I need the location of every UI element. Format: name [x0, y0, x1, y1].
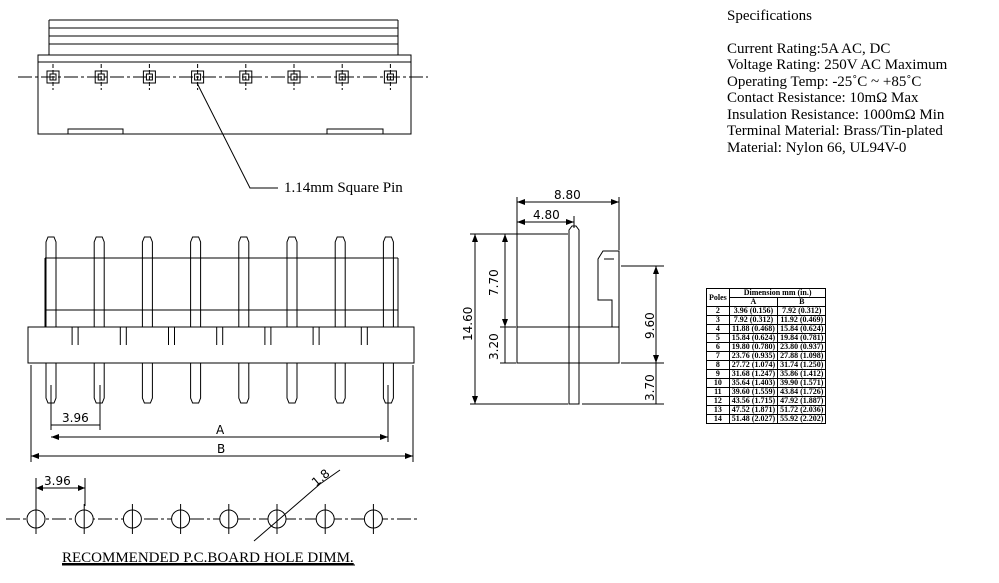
pcb-hole-pattern: 3.96 1.8 RECOMMENDED P.C.BOARD HOLE DIMM… — [6, 466, 420, 566]
specifications-title: Specifications — [727, 8, 812, 24]
front-pitch-label: 3.96 — [62, 411, 89, 425]
dim-a-label: A — [216, 423, 225, 437]
dimension-group-header: Dimension mm (in.) — [728, 288, 827, 298]
width-label: 8.80 — [554, 188, 581, 202]
hole-pitch-label: 3.96 — [44, 474, 71, 488]
front-pin-lower — [286, 363, 298, 404]
dim-b-cell: 55.92 (2.202) — [777, 414, 827, 424]
front-pin-upper — [190, 236, 202, 327]
poles-cell: 14 — [706, 414, 730, 424]
hole-diameter-label: 1.8 — [309, 466, 333, 489]
spec-line: Insulation Resistance: 1000mΩ Min — [727, 106, 945, 123]
spec-line: Material: Nylon 66, UL94V-0 — [727, 139, 907, 156]
specifications-block: Specifications Current Rating:5A AC, DC … — [727, 8, 947, 156]
front-pin-upper — [382, 236, 394, 327]
dim-a-cell: 51.48 (2.027) — [728, 414, 779, 424]
dim-b-label: B — [217, 442, 225, 456]
total-height-label: 14.60 — [461, 307, 475, 341]
front-pin-upper — [238, 236, 250, 327]
front-pin-upper — [45, 236, 57, 327]
spec-line: Operating Temp: -25˚C ~ +85˚C — [727, 73, 922, 90]
front-pin-lower — [238, 363, 250, 404]
side-view: 8.80 4.80 14.60 7.70 3.20 9.60 3.70 — [461, 188, 664, 405]
offset-label: 4.80 — [533, 208, 560, 222]
spec-line: Voltage Rating: 250V AC Maximum — [727, 57, 948, 73]
spec-line: Contact Resistance: 10mΩ Max — [727, 90, 919, 106]
front-pin-lower — [93, 363, 105, 404]
square-pin-label: 1.14mm Square Pin — [284, 180, 403, 196]
front-pin-lower — [334, 363, 346, 404]
front-pin-lower — [141, 363, 153, 404]
front-pin-upper — [141, 236, 153, 327]
upper-height-label: 7.70 — [487, 269, 501, 296]
front-pin-upper — [93, 236, 105, 327]
lower-height-label: 3.20 — [487, 333, 501, 360]
spec-line: Current Rating:5A AC, DC — [727, 40, 891, 57]
square-pin-leader — [196, 82, 278, 189]
front-pin-upper — [334, 236, 346, 327]
poles-header: Poles — [706, 288, 730, 307]
recommended-hole-caption: RECOMMENDED P.C.BOARD HOLE DIMM. — [62, 550, 354, 566]
tail-length-label: 3.70 — [643, 374, 657, 401]
front-view: 3.96 A B — [27, 236, 415, 462]
housing-height-label: 9.60 — [643, 312, 657, 339]
spec-line: Terminal Material: Brass/Tin-plated — [727, 123, 943, 139]
top-view: 1.14mm Square Pin — [18, 19, 428, 196]
front-pin-lower — [190, 363, 202, 404]
front-pin-row — [44, 236, 399, 404]
hole-row — [26, 504, 383, 534]
front-pin-upper — [286, 236, 298, 327]
top-pin-row — [46, 64, 397, 90]
